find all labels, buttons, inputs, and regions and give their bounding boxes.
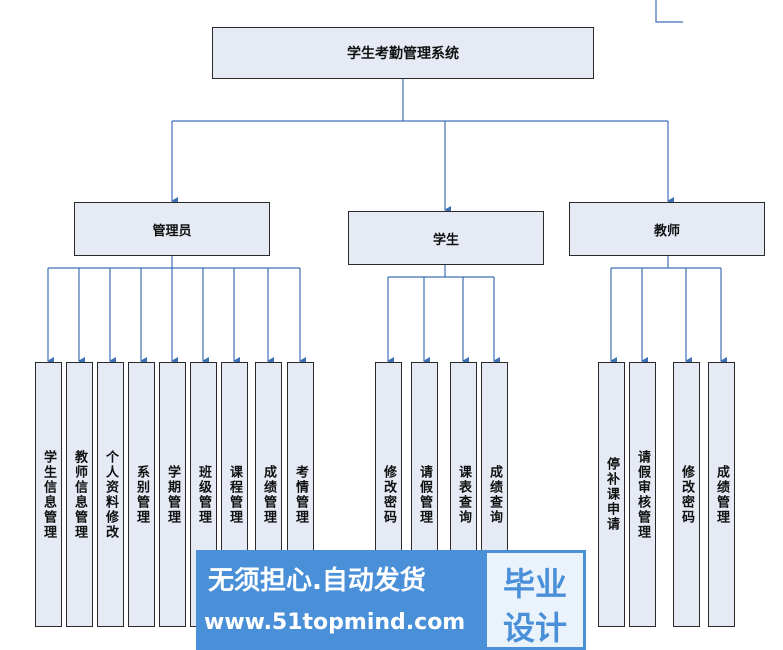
admin-leaf: 教师信息管理 [66,362,93,627]
role-node-teacher: 教师 [569,202,765,256]
role-label: 教师 [653,223,680,239]
leaf-label: 班级管理 [196,464,211,525]
leaf-label: 个人资料修改 [103,449,118,540]
leaf-label: 停补课申请 [604,457,619,532]
leaf-label: 成绩查询 [487,464,502,525]
watermark-banner: 无须担心.自动发货 www.51topmind.com 毕业 设计 [196,550,586,650]
root-node: 学生考勤管理系统 [212,27,594,79]
leaf-label: 系别管理 [134,464,149,525]
teacher-leaf: 请假审核管理 [629,362,656,627]
watermark-badge-top: 毕业 [502,565,567,603]
role-label: 管理员 [152,223,192,239]
watermark-text-panel: 无须担心.自动发货 www.51topmind.com [196,550,484,650]
root-label: 学生考勤管理系统 [347,46,459,62]
leaf-label: 学生信息管理 [41,449,56,540]
leaf-label: 成绩管理 [714,464,729,525]
leaf-label: 课表查询 [456,464,471,525]
leaf-label: 修改密码 [679,464,694,525]
teacher-leaf: 停补课申请 [598,362,625,627]
teacher-leaf: 修改密码 [673,362,700,627]
watermark-slogan: 无须担心.自动发货 [208,566,426,596]
role-label: 学生 [432,232,459,248]
leaf-label: 教师信息管理 [72,449,87,540]
watermark-badge-bottom: 设计 [502,609,567,647]
admin-leaf: 个人资料修改 [97,362,124,627]
leaf-label: 修改密码 [381,464,396,525]
leaf-label: 学期管理 [165,464,180,525]
admin-leaf: 系别管理 [128,362,155,627]
watermark-badge: 毕业 设计 [484,550,586,650]
leaf-label: 请假管理 [417,464,432,525]
admin-leaf: 学生信息管理 [35,362,62,627]
leaf-label: 请假审核管理 [635,449,650,540]
admin-leaf: 学期管理 [159,362,186,627]
watermark-url: www.51topmind.com [204,610,466,635]
teacher-leaf: 成绩管理 [708,362,735,627]
leaf-label: 成绩管理 [261,464,276,525]
leaf-label: 课程管理 [227,464,242,525]
role-node-admin: 管理员 [74,202,270,256]
leaf-label: 考情管理 [293,464,308,525]
role-node-student: 学生 [348,211,544,265]
